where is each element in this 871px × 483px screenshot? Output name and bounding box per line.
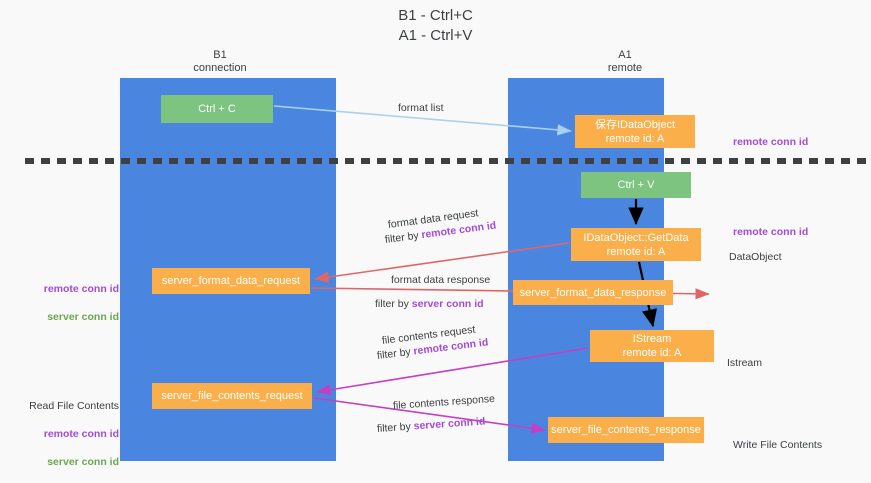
diagram-canvas: B1 - Ctrl+C A1 - Ctrl+V B1 connection A1… (24, 7, 871, 468)
annotation-left-read-file-contents: Read File Contents remote conn id server… (24, 385, 119, 483)
edge-label-file-contents-response-filter: filter by server conn id (377, 414, 486, 436)
annotation-read-file-contents: Read File Contents (29, 400, 119, 412)
node-istream-remote[interactable]: IStream remote id: A (590, 330, 714, 362)
annotation-remote-conn-id-mid: remote conn id (733, 211, 808, 239)
node-server-file-contents-response[interactable]: server_file_contents_response (548, 417, 704, 443)
filter-prefix: filter by (376, 345, 415, 362)
annotation-istream: Istream (727, 342, 762, 370)
edge-label-format-list: format list (398, 102, 444, 114)
node-ctrl-v[interactable]: Ctrl + V (581, 172, 691, 198)
annotation-text: Istream (727, 357, 763, 369)
column-header-b1: B1 connection (193, 49, 247, 74)
annotation-text: remote conn id (733, 136, 809, 148)
annotation-remote-conn-id: remote conn id (43, 283, 119, 295)
edge-label-format-data-response: format data response (391, 274, 491, 286)
filter-prefix: filter by (376, 420, 415, 435)
annotation-server-conn-id: server conn id (47, 456, 119, 468)
diagram-title: B1 - Ctrl+C A1 - Ctrl+V (398, 7, 473, 44)
annotation-text: Write File Contents (733, 439, 823, 451)
node-idataobject-getdata[interactable]: IDataObject::GetData remote id: A (571, 228, 701, 261)
filter-prefix: filter by (384, 229, 423, 246)
annotation-left-conn-ids-mid: remote conn id server conn id (24, 268, 119, 338)
edge-label-file-contents-response: file contents response (392, 392, 496, 412)
node-server-file-contents-request[interactable]: server_file_contents_request (152, 383, 312, 409)
filter-key-server-conn-id: server conn id (413, 415, 486, 433)
node-server-format-data-response[interactable]: server_format_data_response (513, 280, 673, 305)
annotation-dataobject: DataObject (729, 236, 782, 264)
phase-divider-dashed-line (25, 158, 871, 164)
filter-prefix: filter by (375, 298, 412, 310)
annotation-text: DataObject (729, 251, 782, 263)
filter-key-server-conn-id: server conn id (411, 298, 484, 310)
annotation-server-conn-id: server conn id (47, 311, 119, 323)
annotation-remote-conn-id: remote conn id (43, 428, 119, 440)
annotation-remote-conn-id-top: remote conn id (733, 121, 808, 149)
edge-label-format-data-response-filter: filter by server conn id (375, 297, 484, 311)
node-idataobject-remote[interactable]: 保存IDataObject remote id: A (575, 115, 695, 148)
annotation-write-file-contents: Write File Contents (733, 424, 822, 452)
annotation-text: remote conn id (733, 226, 809, 238)
node-server-format-data-request[interactable]: server_format_data_request (152, 268, 310, 294)
column-header-a1: A1 remote (607, 49, 643, 74)
node-ctrl-c[interactable]: Ctrl + C (161, 95, 273, 123)
